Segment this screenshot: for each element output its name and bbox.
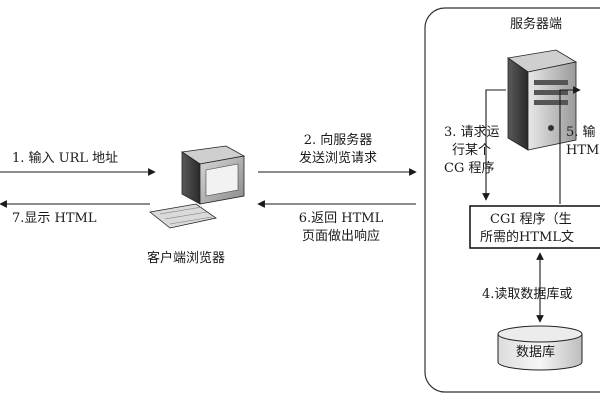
cgi-program-box xyxy=(469,205,600,249)
arrow-step5 xyxy=(559,86,581,204)
step2-label-line2: 发送浏览请求 xyxy=(298,151,377,166)
step3-label-line2: 行某个 xyxy=(452,143,492,158)
client-title: 客户端浏览器 xyxy=(147,251,226,266)
step1-label: 1. 输入 URL 地址 xyxy=(12,151,119,166)
step6-label-line2: 页面做出响应 xyxy=(301,229,380,244)
server-tower-icon xyxy=(506,49,578,151)
step7-label: 7.显示 HTML xyxy=(12,211,97,226)
server-region xyxy=(424,7,600,393)
step2-label-line1: 2. 向服务器 xyxy=(303,133,373,148)
server-title: 服务器端 xyxy=(510,17,563,32)
cgi-box-line2: 所需的HTML文 xyxy=(480,230,574,245)
client-computer-icon xyxy=(149,145,246,229)
step3-label-line1: 3. 请求运 xyxy=(444,125,500,140)
step6-label-line1: 6.返回 HTML xyxy=(298,211,384,226)
step3-label-line3: CG 程序 xyxy=(444,161,495,176)
cgi-box-line1: CGI 程序（生 xyxy=(490,212,572,227)
database-icon xyxy=(497,325,583,371)
step4-label: 4.读取数据库或 xyxy=(482,287,573,302)
step5-label-line1: 5. 输 xyxy=(566,125,596,140)
database-label: 数据库 xyxy=(516,345,556,360)
arrow-step3 xyxy=(482,89,506,201)
step5-label-line2: HTM xyxy=(566,143,600,158)
